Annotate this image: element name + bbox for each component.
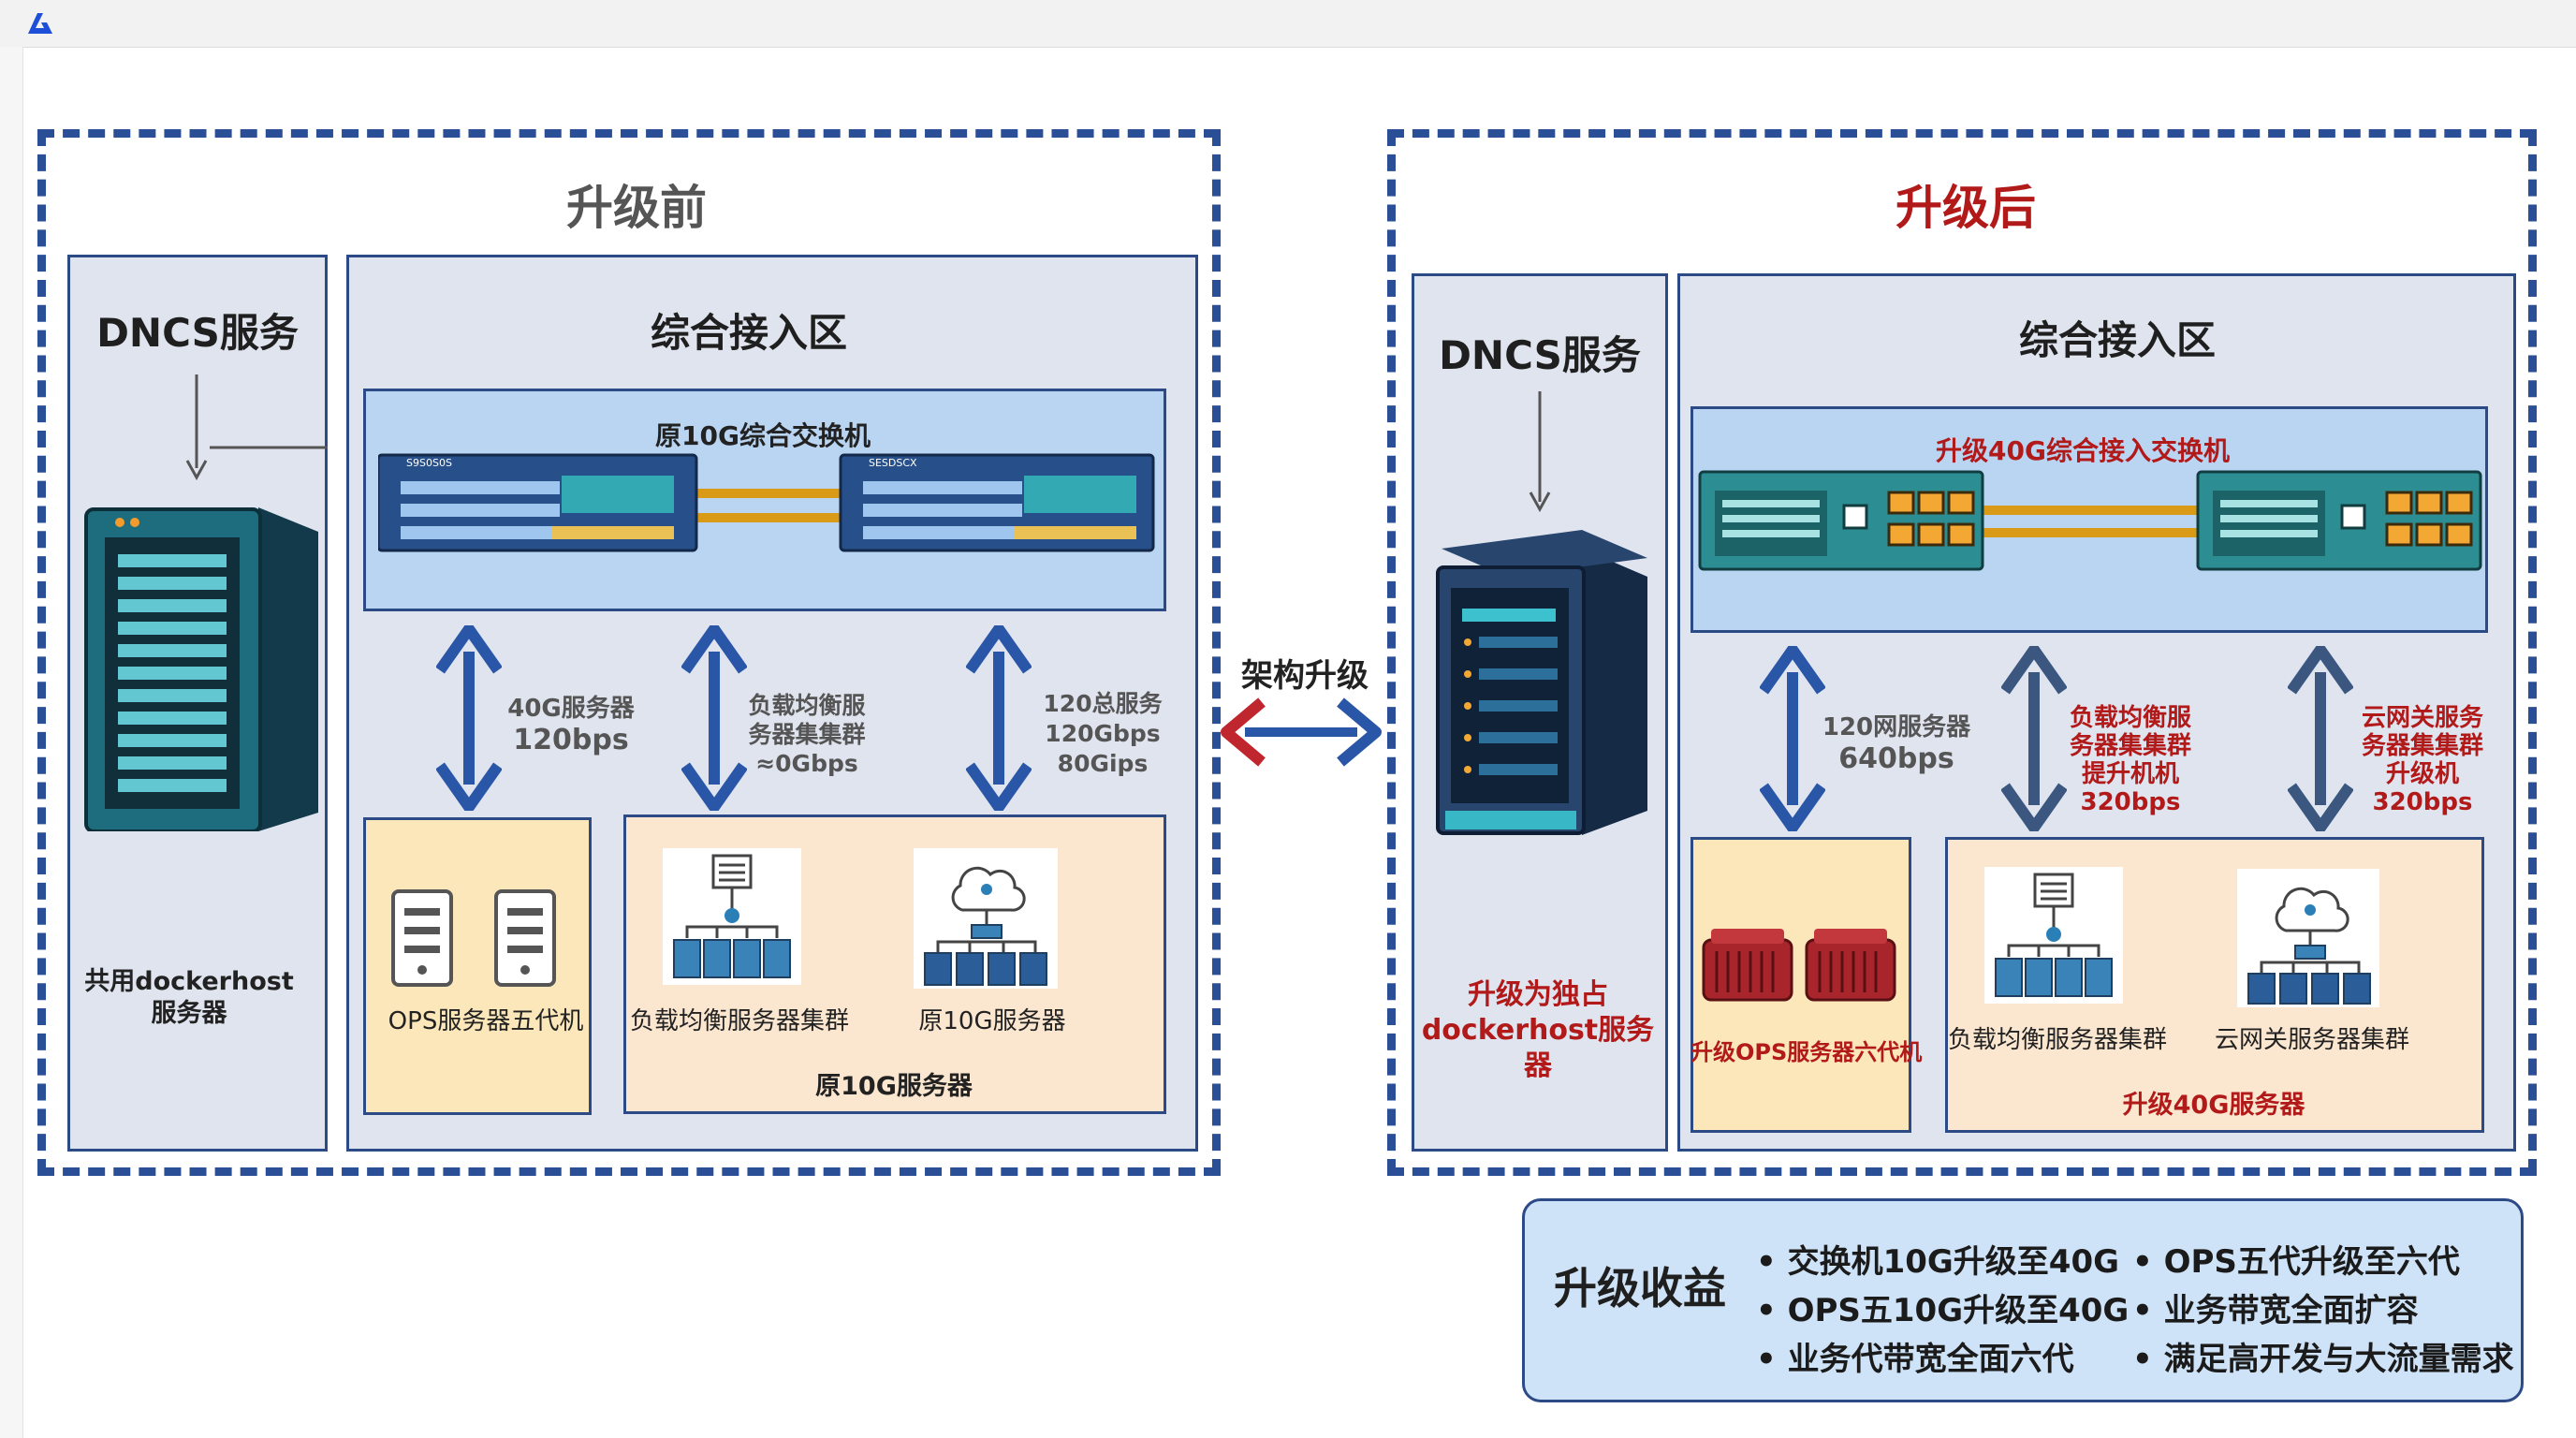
left-gutter — [0, 47, 23, 1438]
after-dncs-title: DNCS服务 — [1439, 332, 1641, 378]
after-link-3-line-4: 320bps — [2372, 788, 2473, 816]
after-link-2-line-3: 提升机机 — [2081, 760, 2179, 788]
transition-arrow-icon — [1221, 697, 1382, 767]
benefits-col-1: • 交换机10G升级至40G • OPS五10G升级至40G • 业务代带宽全面… — [1756, 1236, 2129, 1382]
before-docker-server-icon — [84, 507, 318, 831]
before-link-1-line-2: 120bps — [513, 724, 629, 756]
after-link-1-line-1: 120网服务器 — [1822, 713, 1971, 741]
benefit-item: • 业务代带宽全面六代 — [1756, 1341, 2074, 1378]
before-dncs-title: DNCS服务 — [96, 310, 299, 356]
benefit-item: • 交换机10G升级至40G — [1756, 1243, 2120, 1281]
after-dncs-arrow — [1529, 391, 1551, 513]
after-lb-label: 负载均衡服务器集群 — [1947, 1026, 2167, 1054]
before-docker-label-1: 共用dockerhost — [84, 967, 294, 996]
before-switch-pair-icon — [378, 453, 1155, 552]
after-dedicated-label-1: 升级为独占 — [1468, 978, 1608, 1011]
before-link-2-text: 负载均衡服 务器集集群 ≈0Gbps — [741, 691, 872, 778]
after-link-arrow-2 — [2001, 646, 2067, 831]
benefit-text: 满足高开发与大流量需求 — [2163, 1341, 2514, 1378]
after-ops-server-icon — [1702, 929, 1896, 1002]
before-access-title: 综合接入区 — [650, 310, 847, 356]
before-lb-cluster-icon — [663, 848, 801, 985]
benefits-col-2: • OPS五代升级至六代 • 业务带宽全面扩容 • 满足高开发与大流量需求 — [2132, 1236, 2514, 1382]
before-group-label: 原10G服务器 — [815, 1072, 973, 1101]
before-dncs-arrow — [185, 374, 328, 481]
benefit-text: 业务带宽全面扩容 — [2163, 1292, 2419, 1329]
benefits-title: 升级收益 — [1554, 1263, 1726, 1313]
before-link-3-line-2: 120Gbps — [1045, 720, 1161, 747]
after-lb-cluster-icon — [1984, 867, 2123, 1004]
before-link-3-text: 120总服务 120Gbps 80Gips — [1028, 689, 1178, 779]
after-switch-pair-icon — [1698, 470, 2482, 571]
after-link-2-line-1: 负载均衡服 — [2069, 704, 2191, 732]
benefit-item: • OPS五10G升级至40G — [1756, 1292, 2130, 1329]
before-link-2-line-2: 务器集集群 — [748, 721, 866, 748]
after-link-2-line-2: 务器集集群 — [2069, 732, 2191, 760]
before-orig-label: 原10G服务器 — [918, 1007, 1066, 1035]
after-dedicated-label-2: dockerhost服务 — [1421, 1014, 1655, 1047]
after-link-3-line-3: 升级机 — [2385, 760, 2459, 788]
after-access-title: 综合接入区 — [2018, 317, 2216, 363]
after-link-2-text: 负载均衡服 务器集集群 提升机机 320bps — [2065, 704, 2196, 816]
before-switch-title: 原10G综合交换机 — [655, 420, 871, 451]
after-link-3-line-1: 云网关服务 — [2361, 704, 2483, 732]
after-link-2-line-4: 320bps — [2080, 788, 2181, 816]
after-region — [1387, 129, 2537, 1176]
after-dedicated-server-label: 升级为独占 dockerhost服务 器 — [1412, 977, 1664, 1084]
before-switch-label-2: SESDSCX — [869, 457, 917, 469]
benefit-text: OPS五10G升级至40G — [1787, 1292, 2130, 1329]
benefits-panel — [1522, 1198, 2524, 1402]
before-link-3-line-3: 80Gips — [1057, 750, 1149, 777]
app-toolbar — [0, 0, 2576, 48]
after-dedicated-label-3: 器 — [1524, 1049, 1552, 1082]
before-link-1-line-1: 40G服务器 — [507, 695, 635, 723]
benefit-item: • 满足高开发与大流量需求 — [2132, 1341, 2514, 1378]
transition-label: 架构升级 — [1241, 657, 1368, 695]
before-ops-label: OPS服务器五代机 — [388, 1007, 584, 1035]
before-link-2-line-1: 负载均衡服 — [748, 692, 866, 719]
before-region — [37, 129, 1221, 1176]
before-link-2-line-3: ≈0Gbps — [755, 750, 858, 777]
after-gateway-cloud-cluster-icon — [2237, 869, 2379, 1007]
before-link-3-line-1: 120总服务 — [1043, 690, 1163, 717]
before-link-arrow-1 — [436, 625, 502, 811]
after-link-arrow-1 — [1760, 646, 1825, 831]
after-ops-label: 升级OPS服务器六代机 — [1690, 1039, 1923, 1065]
after-link-3-text: 云网关服务 务器集集群 升级机 320bps — [2357, 704, 2488, 816]
benefit-text: 交换机10G升级至40G — [1787, 1243, 2120, 1281]
before-title: 升级前 — [566, 181, 707, 235]
after-link-3-line-2: 务器集集群 — [2361, 732, 2483, 760]
benefit-item: • OPS五代升级至六代 — [2132, 1243, 2460, 1281]
app-logo-icon — [28, 13, 52, 34]
before-ops-server-icon-1 — [391, 889, 453, 987]
after-link-arrow-3 — [2288, 646, 2353, 831]
before-orig-cloud-cluster-icon — [914, 848, 1058, 989]
before-lb-label: 负载均衡服务器集群 — [629, 1007, 849, 1035]
benefit-text: OPS五代升级至六代 — [2163, 1243, 2460, 1281]
after-switch-title: 升级40G综合接入交换机 — [1936, 435, 2230, 466]
after-title: 升级后 — [1895, 181, 2036, 235]
benefit-text: 业务代带宽全面六代 — [1787, 1341, 2074, 1378]
before-ops-server-icon-2 — [494, 889, 556, 987]
before-switch-label-1: S9S0S0S — [406, 457, 452, 469]
before-link-arrow-2 — [681, 625, 747, 811]
before-link-1-text: 40G服务器 120bps — [496, 693, 646, 756]
after-link-1-line-2: 640bps — [1838, 742, 1954, 775]
before-link-arrow-3 — [966, 625, 1032, 811]
after-link-1-text: 120网服务器 640bps — [1822, 712, 1971, 775]
after-gateway-label: 云网关服务器集群 — [2214, 1026, 2409, 1054]
after-group-label: 升级40G服务器 — [2122, 1091, 2305, 1120]
before-docker-label-2: 服务器 — [151, 999, 227, 1028]
benefit-item: • 业务带宽全面扩容 — [2132, 1292, 2419, 1329]
after-dedicated-server-icon — [1436, 530, 1647, 835]
